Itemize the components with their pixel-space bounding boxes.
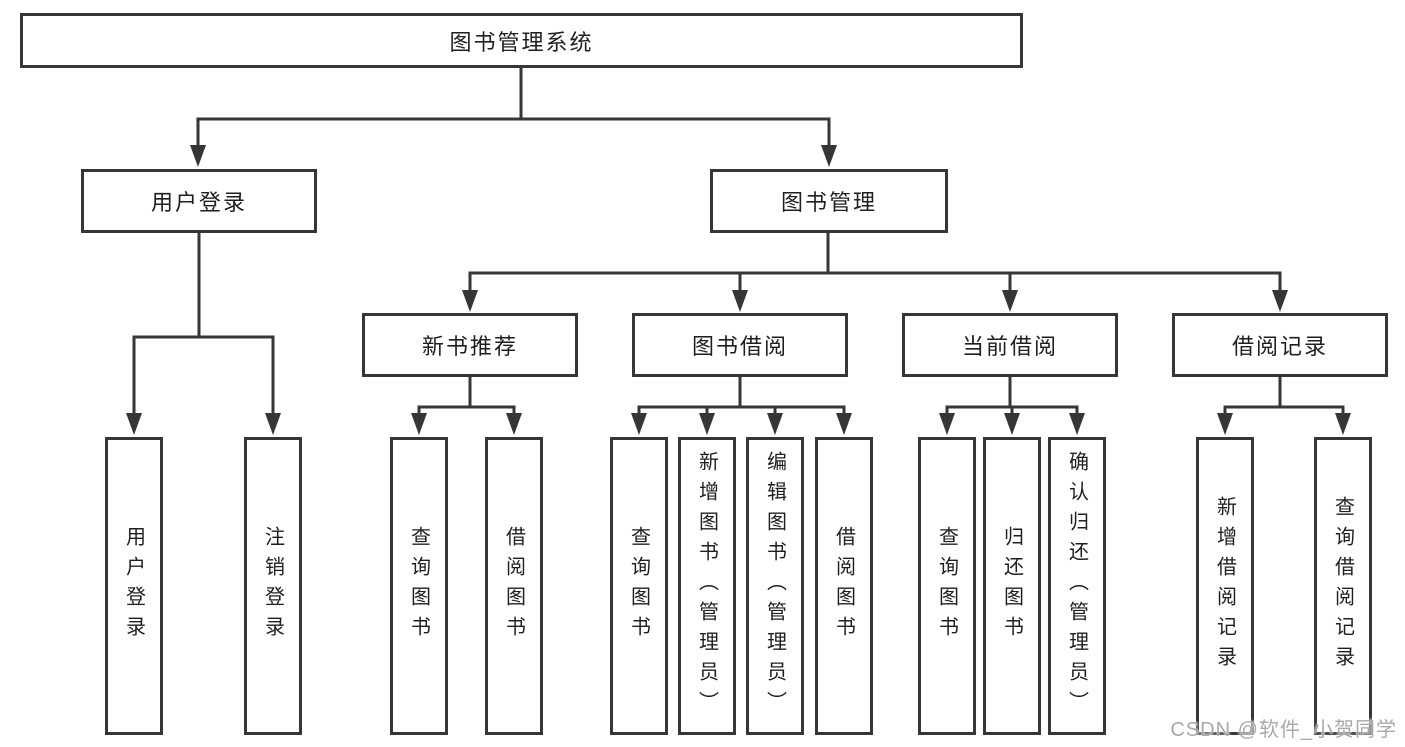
node-library-system: 图书管理系统 <box>20 13 1023 68</box>
leaf-query-books-recommend: 查询图书 <box>390 437 448 735</box>
leaf-query-borrow-record: 查询借阅记录 <box>1314 437 1372 735</box>
leaf-query-books-current: 查询图书 <box>918 437 976 735</box>
node-book-borrow: 图书借阅 <box>632 313 848 377</box>
node-new-book-recommend: 新书推荐 <box>362 313 578 377</box>
node-borrow-records: 借阅记录 <box>1172 313 1388 377</box>
leaf-logout: 注销登录 <box>244 437 302 735</box>
leaf-confirm-return-admin: 确认归还（管理员） <box>1048 437 1106 735</box>
leaf-user-login: 用户登录 <box>105 437 163 735</box>
leaf-add-books-admin: 新增图书（管理员） <box>678 437 736 735</box>
leaf-borrow-books: 借阅图书 <box>815 437 873 735</box>
csdn-watermark: CSDN @软件_小贺同学 <box>1170 719 1397 741</box>
leaf-return-books: 归还图书 <box>983 437 1041 735</box>
node-user-login: 用户登录 <box>81 169 317 233</box>
leaf-query-books-borrow: 查询图书 <box>610 437 668 735</box>
node-current-borrow: 当前借阅 <box>902 313 1118 377</box>
leaf-borrow-books-recommend: 借阅图书 <box>485 437 543 735</box>
node-book-management: 图书管理 <box>710 169 948 233</box>
leaf-add-borrow-record: 新增借阅记录 <box>1196 437 1254 735</box>
leaf-edit-books-admin: 编辑图书（管理员） <box>746 437 804 735</box>
